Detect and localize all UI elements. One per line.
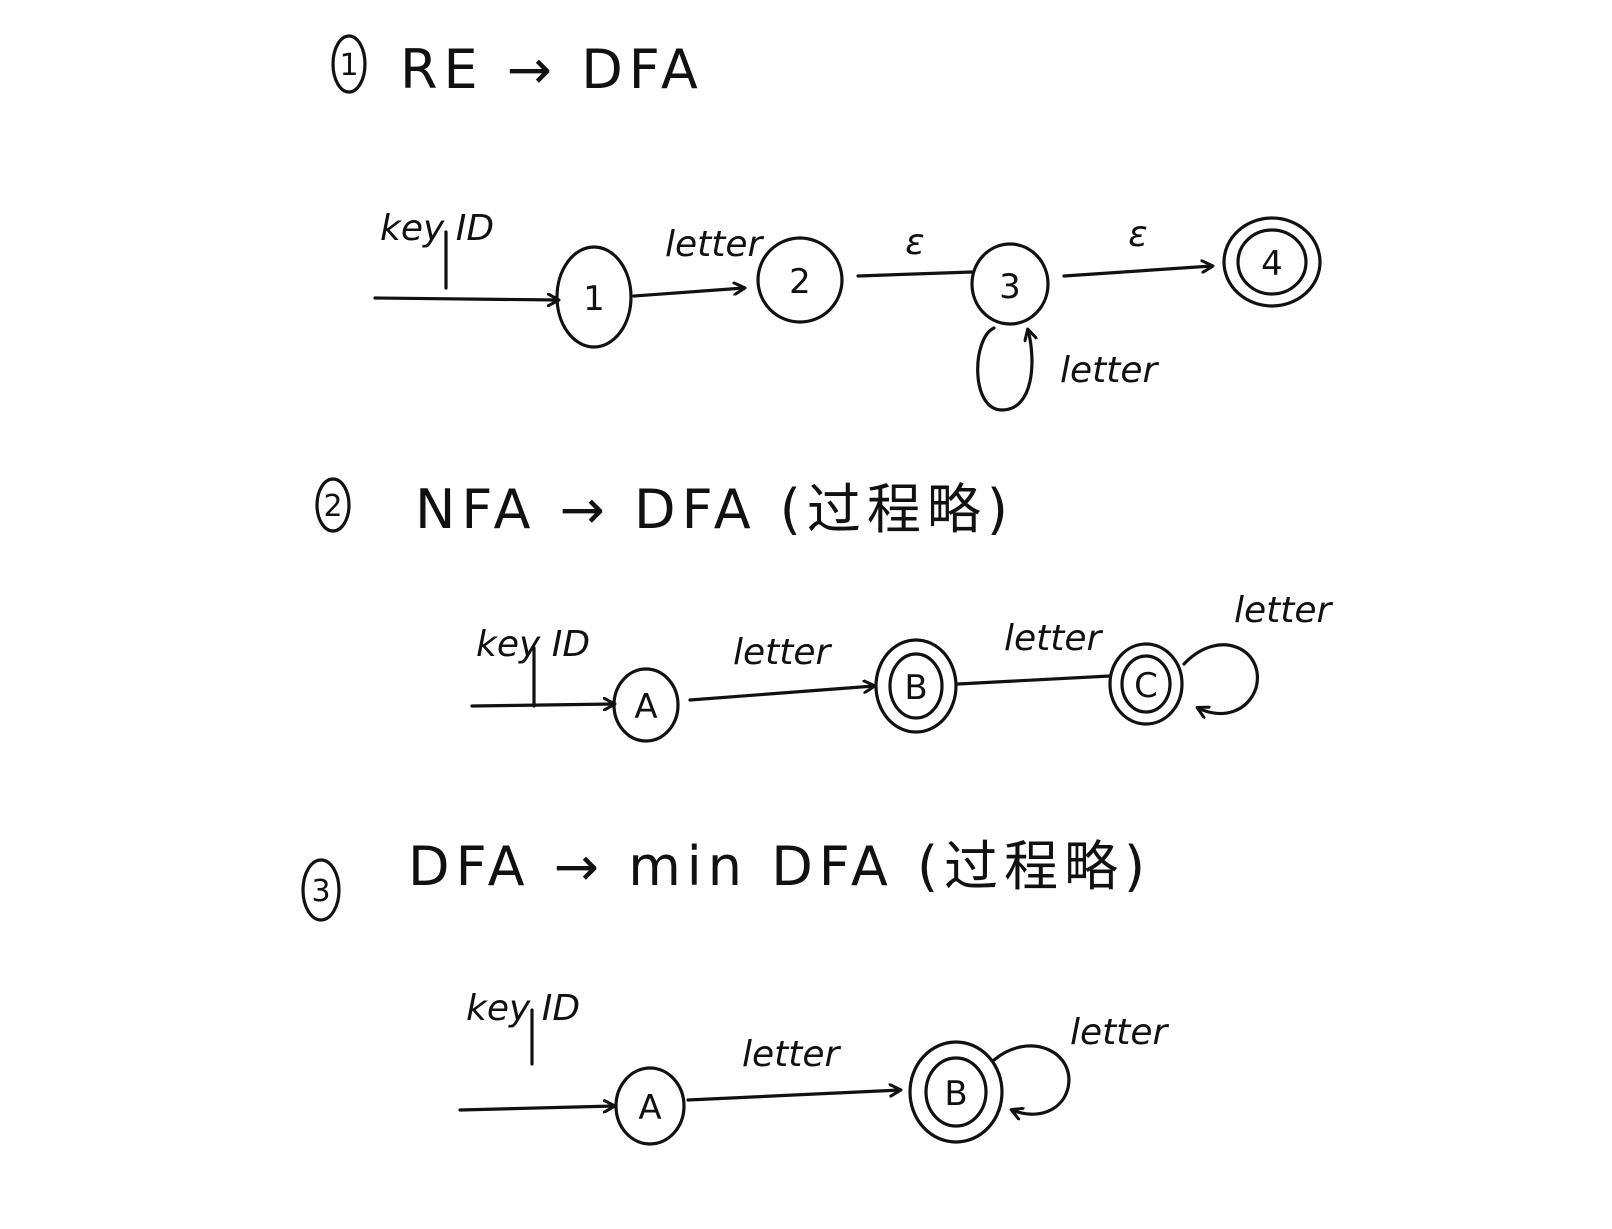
section-3: 3 DFA → min DFA (过程略) key ID A letter B … — [301, 835, 1170, 1146]
edge-label: letter — [1060, 350, 1160, 391]
state-node: A — [614, 1066, 686, 1146]
edge-arrow — [632, 288, 744, 298]
section-1: 1 RE → DFA key ID 1 letter 2 ε 3 letter — [331, 34, 1322, 412]
edge-arrow — [686, 1090, 900, 1102]
state-node: 1 — [555, 245, 633, 349]
state-circle-inner — [924, 1056, 988, 1128]
edge-arrow — [956, 674, 1112, 686]
state-node: 2 — [756, 236, 844, 324]
self-loop-arrow — [976, 326, 1032, 412]
state-label: 3 — [999, 267, 1021, 307]
state-label: B — [944, 1074, 967, 1114]
state-circle — [614, 1066, 686, 1146]
edge-arrow — [856, 270, 974, 278]
state-circle-outer — [908, 1040, 1004, 1144]
section-1-number: 1 — [339, 48, 358, 83]
section-1-start-arrow — [373, 298, 558, 300]
section-2-start-arrow — [470, 704, 614, 706]
section-3-title: DFA → min DFA (过程略) — [408, 835, 1151, 898]
section-2: 2 NFA → DFA (过程略) key ID A letter B lett… — [315, 477, 1334, 743]
state-circle — [555, 245, 633, 349]
state-label: 1 — [583, 279, 605, 319]
edge-label: letter — [665, 224, 765, 265]
section-1-start-label: key ID — [380, 208, 494, 249]
state-circle-inner — [1236, 228, 1308, 296]
section-2-title: NFA → DFA (过程略) — [415, 478, 1014, 541]
section-3-start-label: key ID — [466, 988, 580, 1029]
state-circle-outer — [1222, 216, 1322, 308]
edge-label: letter — [1234, 590, 1334, 631]
state-node-final: 4 — [1222, 216, 1322, 308]
section-2-number: 2 — [323, 489, 342, 524]
section-3-start-arrow — [458, 1106, 614, 1110]
state-node-final: C — [1108, 642, 1184, 726]
state-node-final: B — [908, 1040, 1004, 1144]
state-label: 2 — [789, 262, 811, 302]
edge-label: ε — [1128, 214, 1147, 255]
state-circle — [612, 667, 680, 743]
state-circle-outer — [1108, 642, 1184, 726]
state-label: A — [638, 1088, 661, 1128]
section-3-number: 3 — [311, 874, 330, 909]
state-circle-outer — [874, 638, 958, 734]
edge-label: letter — [1004, 618, 1104, 659]
state-node: 3 — [970, 242, 1050, 326]
section-1-title: RE → DFA — [400, 38, 704, 101]
state-label: A — [634, 687, 657, 727]
state-label: B — [904, 668, 927, 708]
self-loop-arrow — [1182, 643, 1259, 714]
edge-arrow — [688, 686, 874, 702]
state-node: A — [612, 667, 680, 743]
state-label: 4 — [1261, 244, 1283, 284]
state-circle-inner — [1120, 654, 1172, 714]
state-circle — [756, 236, 844, 324]
edge-label: letter — [742, 1034, 842, 1075]
section-3-number-circle — [301, 858, 341, 922]
edge-label: ε — [905, 222, 924, 263]
state-node-final: B — [874, 638, 958, 734]
edge-arrow — [1062, 266, 1212, 278]
section-2-number-circle — [315, 477, 351, 533]
state-circle-inner — [888, 652, 944, 720]
state-circle — [970, 242, 1050, 326]
edge-label: letter — [733, 632, 833, 673]
state-label: C — [1134, 666, 1158, 706]
section-1-number-circle — [331, 34, 367, 94]
self-loop-arrow — [992, 1044, 1071, 1114]
edge-label: letter — [1070, 1012, 1170, 1053]
